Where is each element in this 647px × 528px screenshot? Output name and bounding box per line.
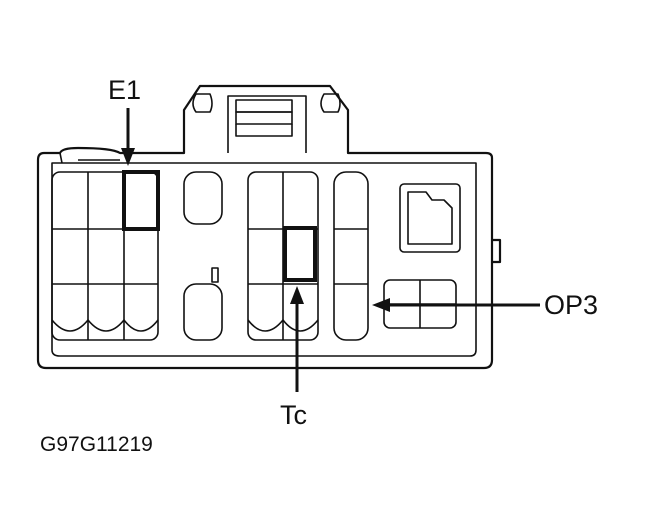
- e1-cavity: [122, 170, 160, 231]
- tc-arrowhead: [290, 286, 304, 304]
- e1-arrowhead: [121, 148, 135, 166]
- op3-label: OP3: [544, 290, 598, 320]
- tc-cavity: [283, 226, 317, 282]
- op3-arrowhead: [372, 298, 390, 312]
- cavity-block-left: [51, 171, 159, 341]
- key-terminal: [399, 183, 461, 253]
- connector-body: [36, 84, 502, 370]
- middle-key: [211, 267, 219, 283]
- figure-code: G97G11219: [40, 433, 153, 456]
- e1-label: E1: [108, 75, 141, 105]
- middle-cavity-top: [183, 171, 223, 225]
- middle-cavity-bottom: [183, 283, 223, 341]
- cavity-column-right: [333, 171, 369, 341]
- tc-label: Tc: [280, 400, 307, 430]
